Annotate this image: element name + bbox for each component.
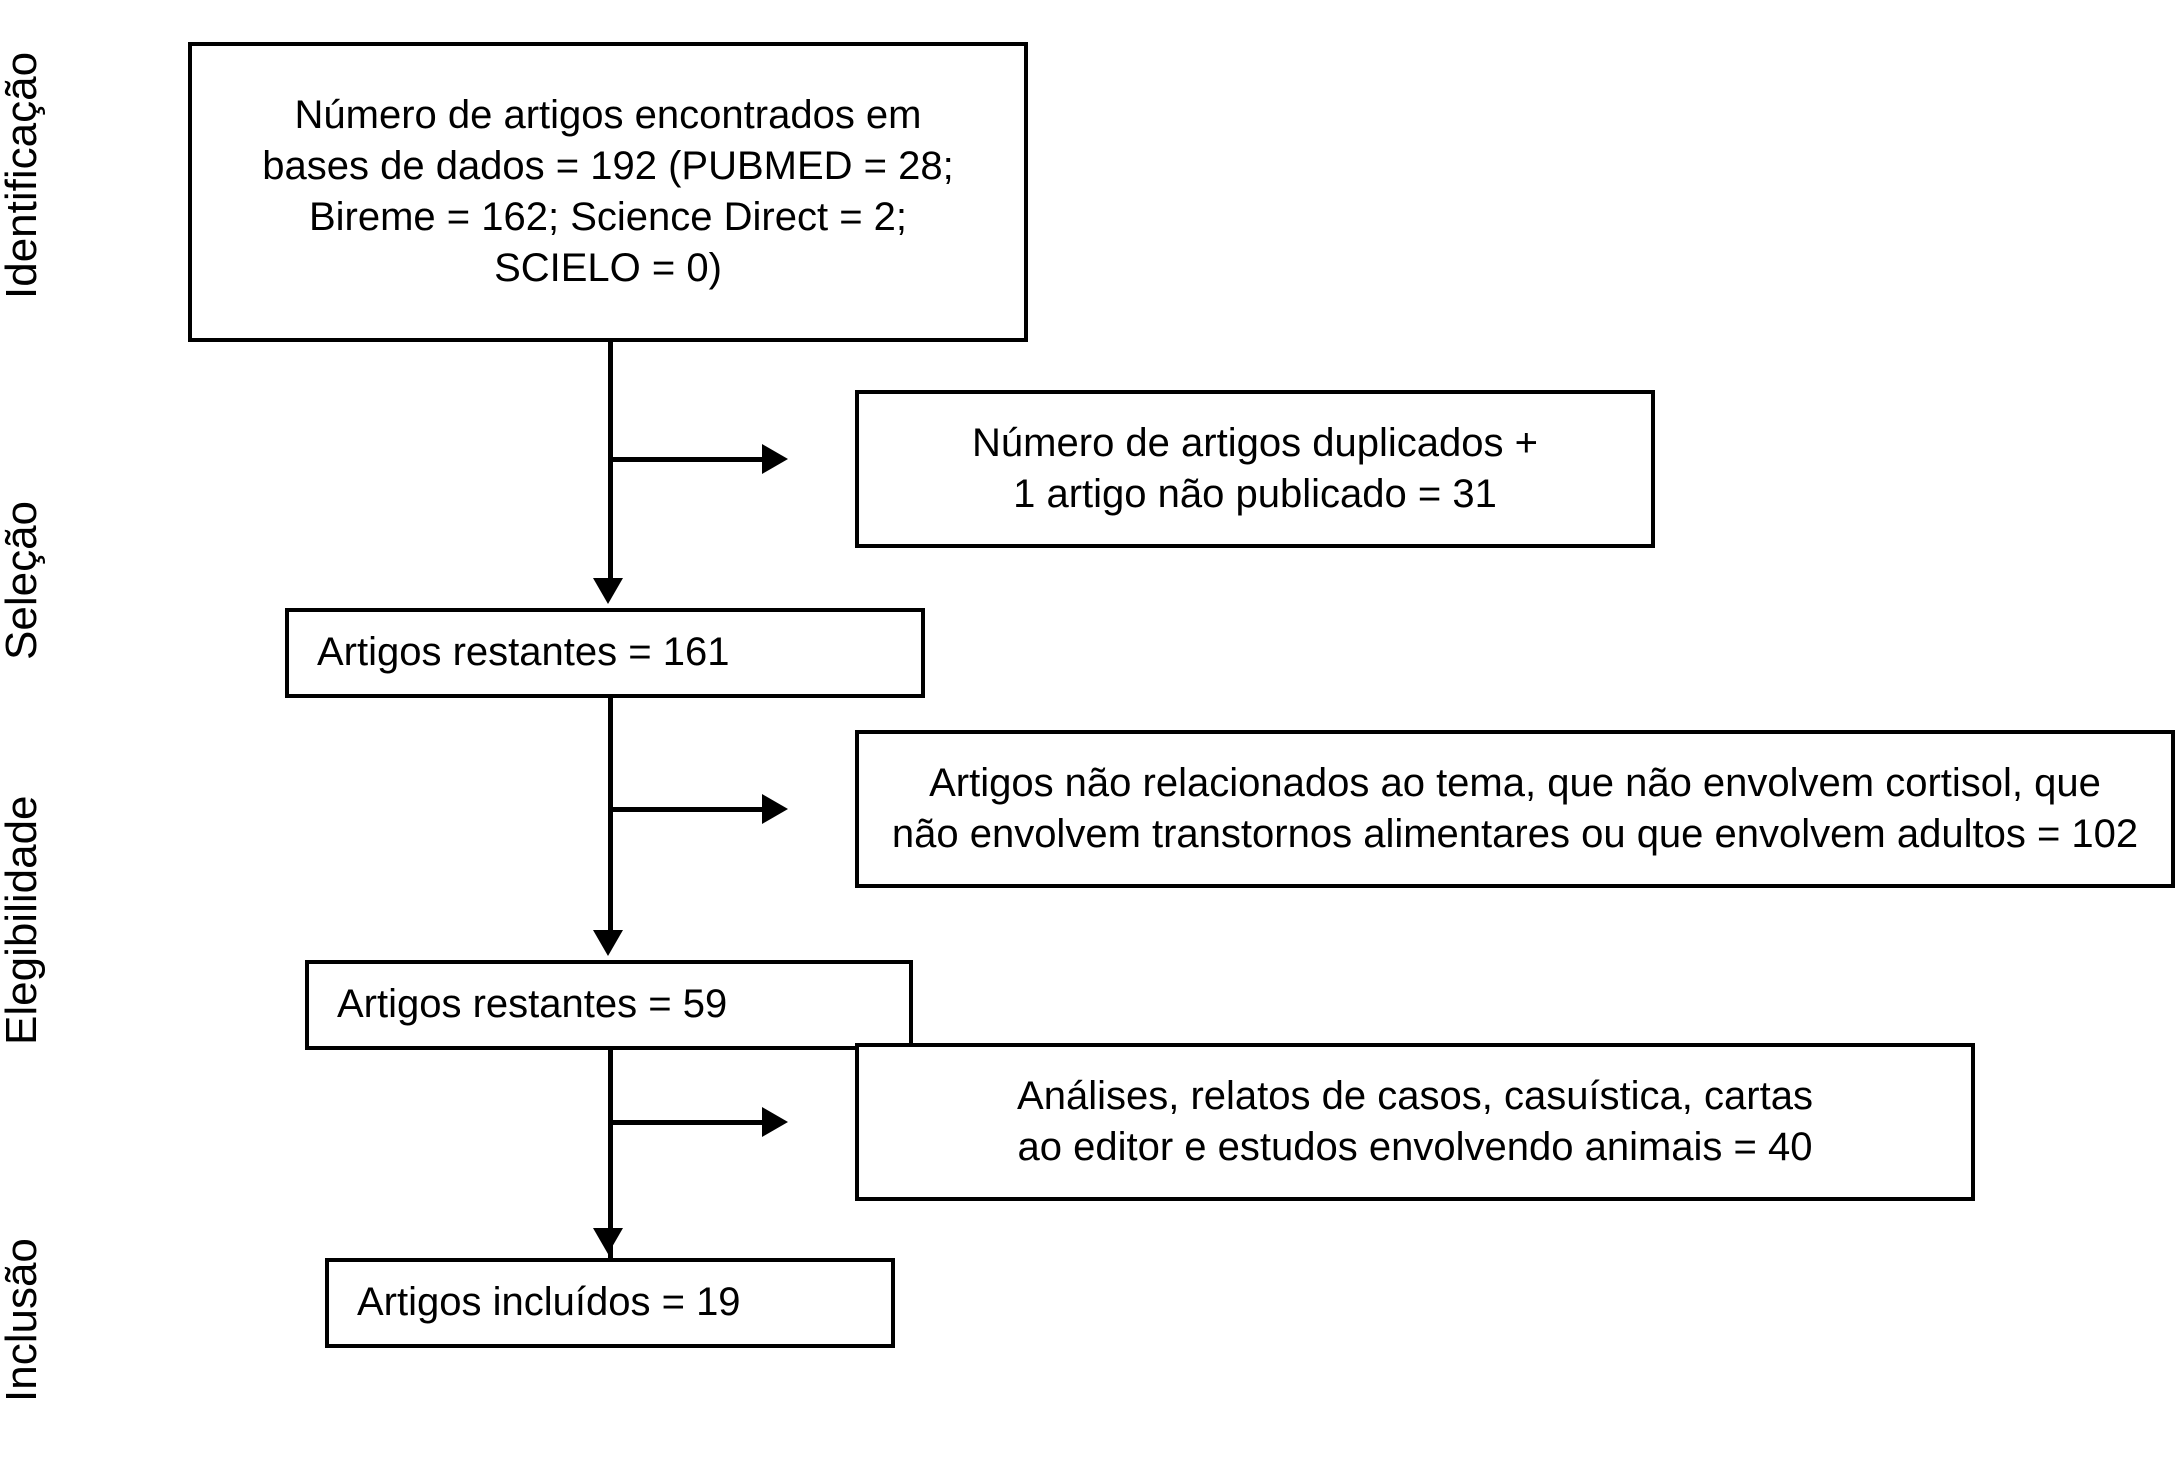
- arrow-down-icon-remaining59-to-included19: [593, 1228, 623, 1254]
- box-articles-excluded-study-type: Análises, relatos de casos, casuística, …: [855, 1043, 1975, 1201]
- arrow-right-icon-identified-to-duplicates: [762, 444, 788, 474]
- connector-identified-to-remaining161-line: [608, 342, 613, 582]
- box-articles-identified: Número de artigos encontrados em bases d…: [188, 42, 1028, 342]
- box-articles-excluded-off-topic: Artigos não relacionados ao tema, que nã…: [855, 730, 2175, 888]
- stage-label-elegibilidade: Elegibilidade: [0, 795, 46, 1045]
- arrow-down-icon-identified-to-remaining161: [593, 578, 623, 604]
- connector-remaining161-to-excluded102-line: [608, 807, 768, 812]
- arrow-right-icon-remaining161-to-excluded102: [762, 794, 788, 824]
- connector-identified-to-duplicates-line: [608, 457, 768, 462]
- connector-remaining59-to-included19-line: [608, 1050, 613, 1282]
- stage-label-inclusao: Inclusão: [0, 1238, 46, 1402]
- box-articles-remaining-161: Artigos restantes = 161: [285, 608, 925, 698]
- box-articles-duplicates-excluded: Número de artigos duplicados + 1 artigo …: [855, 390, 1655, 548]
- box-articles-remaining-59: Artigos restantes = 59: [305, 960, 913, 1050]
- stage-label-identificacao: Identificação: [0, 51, 46, 299]
- arrow-down-icon-remaining161-to-remaining59: [593, 930, 623, 956]
- connector-remaining59-to-excluded40-line: [608, 1120, 768, 1125]
- box-articles-included: Artigos incluídos = 19: [325, 1258, 895, 1348]
- arrow-right-icon-remaining59-to-excluded40: [762, 1107, 788, 1137]
- connector-remaining161-to-remaining59-line: [608, 698, 613, 934]
- stage-label-selecao: Seleção: [0, 500, 46, 660]
